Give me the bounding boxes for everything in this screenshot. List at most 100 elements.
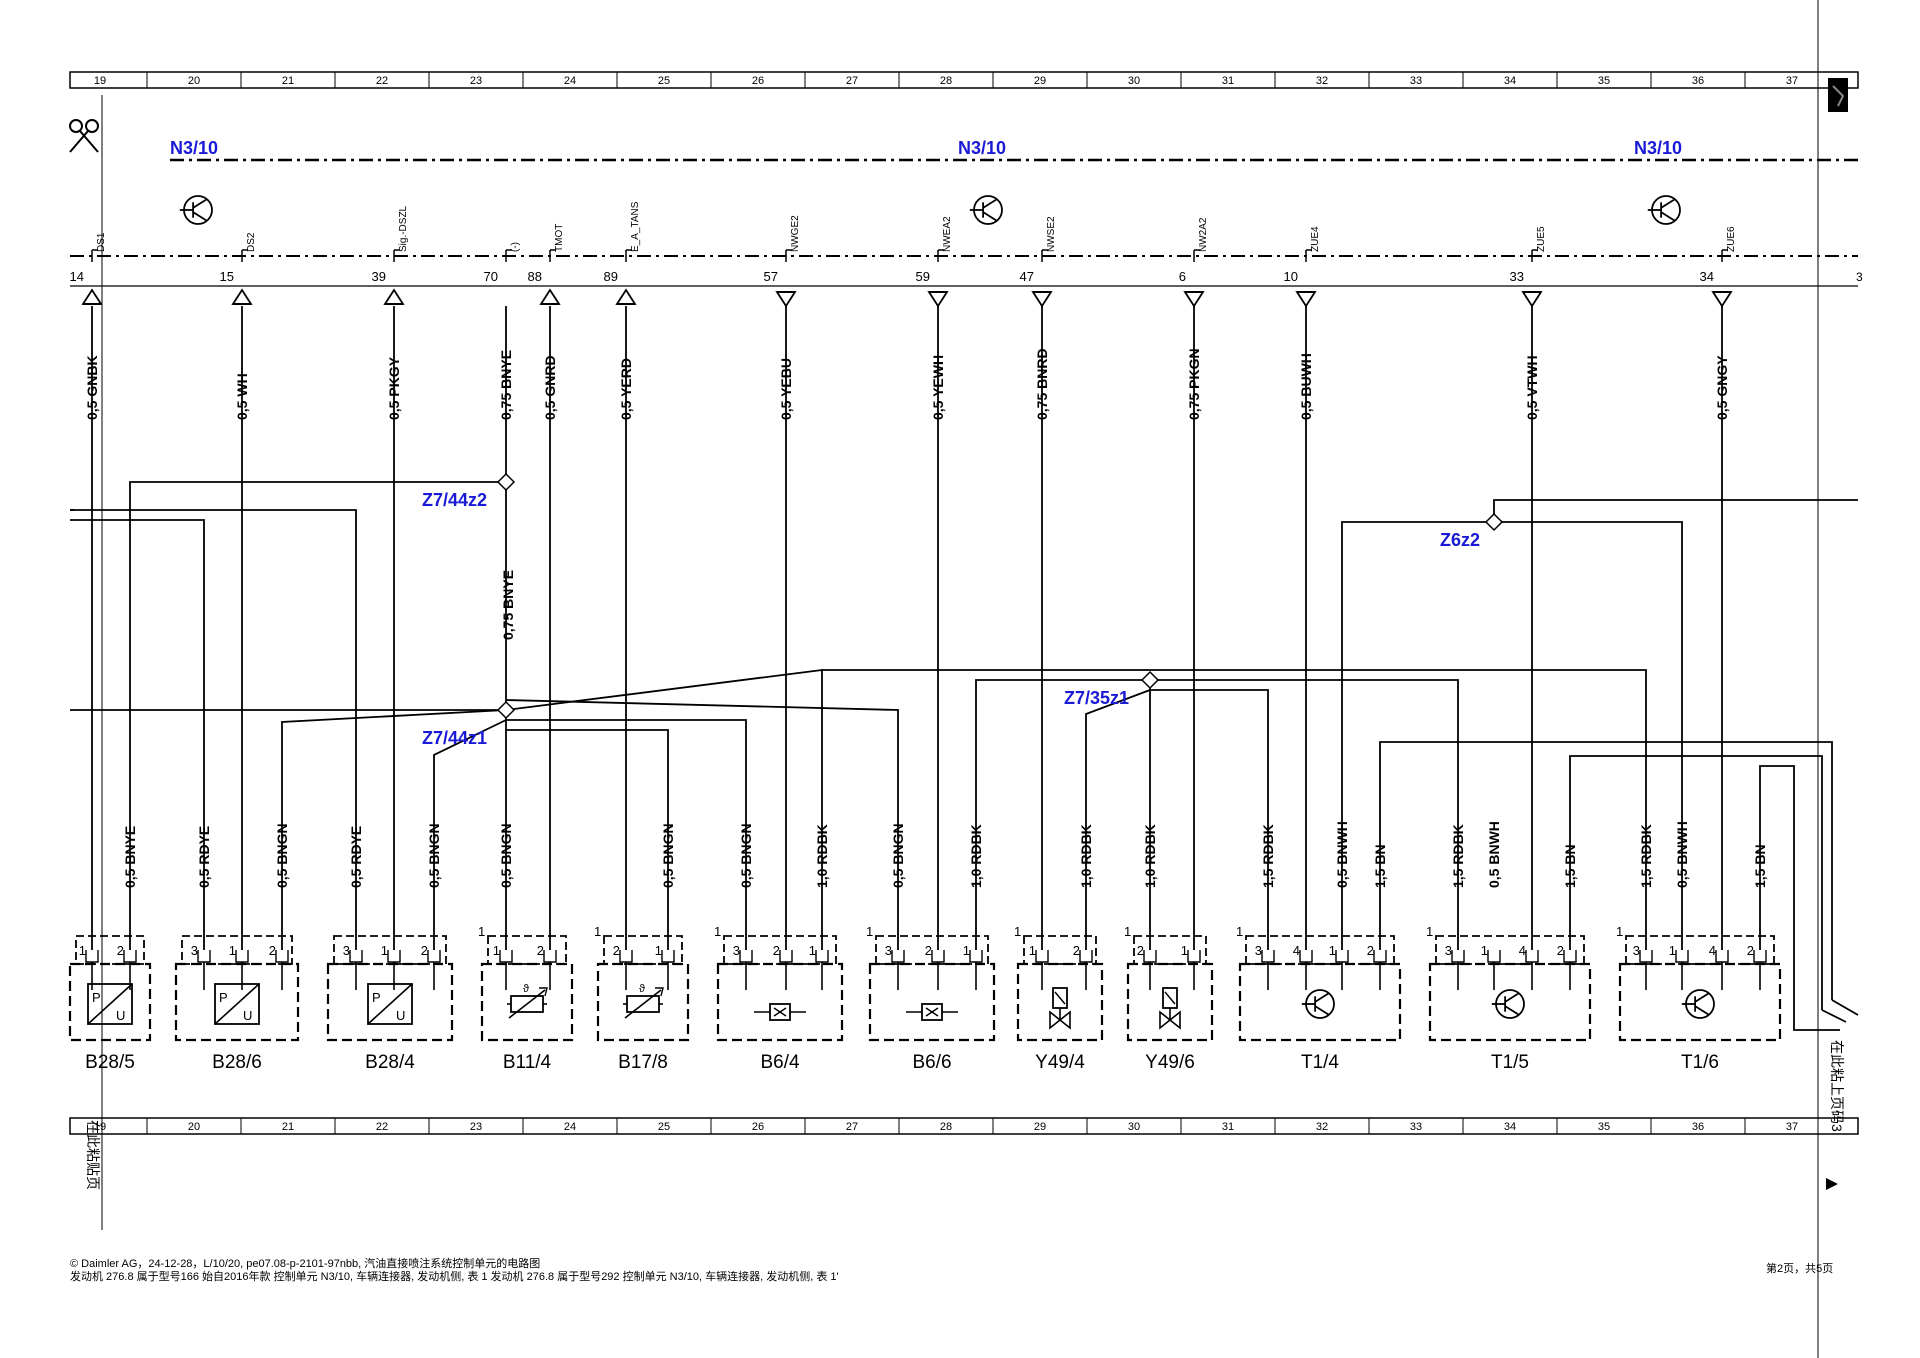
wire-label: 0,5 BNGN [738, 823, 754, 888]
grid-number: 37 [1786, 1121, 1798, 1133]
pressure-sensor-icon: PU [367, 983, 413, 1025]
grid-number: 36 [1692, 1121, 1704, 1133]
pin-number: 3 [733, 943, 740, 958]
pin-number: 2 [117, 943, 124, 958]
grid-number: 25 [658, 75, 670, 87]
signal-name: NWGE2 [790, 215, 801, 252]
component-label: T1/6 [1681, 1052, 1719, 1073]
grid-number: 20 [188, 75, 200, 87]
component-box [174, 962, 300, 1042]
arrow-down-icon [1183, 291, 1205, 308]
pin-socket [619, 950, 633, 963]
pin-socket [739, 950, 753, 963]
pin-socket [123, 950, 137, 963]
pin-number: 4 [1709, 943, 1716, 958]
wire-label: 1,0 RDBK [814, 824, 830, 888]
pin-number: 1 [381, 943, 388, 958]
pin-number: 1 [1014, 924, 1021, 939]
grid-number: 32 [1316, 75, 1328, 87]
grid-number: 27 [846, 1121, 858, 1133]
component-label: Y49/4 [1035, 1052, 1085, 1073]
grid-number: 26 [752, 75, 764, 87]
signal-name: ZUE4 [1310, 226, 1321, 252]
connector-box [1245, 935, 1395, 965]
transistor-icon [1491, 989, 1525, 1019]
pin-number: 2 [1367, 943, 1374, 958]
signal-name: E_A_TANS [630, 201, 641, 252]
grid-number: 19 [94, 75, 106, 87]
transistor-collector [982, 198, 997, 209]
pin-number: 2 [1557, 943, 1564, 958]
grid-number: 22 [376, 1121, 388, 1133]
wire-label: 1,0 RDBK [1078, 824, 1094, 888]
pin-socket [1299, 950, 1313, 963]
grid-number: 30 [1128, 75, 1140, 87]
pin-number: 6 [1179, 269, 1186, 284]
grid-number: 27 [846, 75, 858, 87]
pin-number: 3 [191, 943, 198, 958]
pin-number: 70 [484, 269, 498, 284]
component-box [480, 962, 574, 1042]
transistor-collector [192, 198, 207, 209]
pin-socket [1143, 950, 1157, 963]
valve-body [1049, 1010, 1071, 1030]
pin-number: 3 [1445, 943, 1452, 958]
pin-socket [815, 950, 829, 963]
grid-number: 34 [1504, 1121, 1516, 1133]
pin-socket [235, 950, 249, 963]
grid-number: 30 [1128, 1121, 1140, 1133]
thermistor-icon: ϑ [623, 983, 664, 1019]
wire-label: 1,0 RDBK [1142, 824, 1158, 888]
wire-label: 0,5 BNWH [1334, 821, 1350, 888]
pin-number: 47 [1020, 269, 1034, 284]
wire-label: 1,5 BN [1752, 844, 1768, 888]
sensor-x [773, 1007, 787, 1017]
pin-socket [427, 950, 441, 963]
component-label: B28/6 [212, 1052, 262, 1073]
pin-socket [661, 950, 675, 963]
pin-number: 88 [528, 269, 542, 284]
pin-socket [931, 950, 945, 963]
grid-number: 28 [940, 75, 952, 87]
pin-number: 3 [1255, 943, 1262, 958]
component-label: T1/4 [1301, 1052, 1339, 1073]
pin-number: 1 [1181, 943, 1188, 958]
arrow-up-icon [81, 288, 103, 305]
transistor-collector [1314, 992, 1329, 1003]
wire-label: 0,75 PKGN [1186, 348, 1202, 420]
transistor-icon [179, 195, 213, 225]
component-label: B6/4 [760, 1052, 800, 1073]
solenoid-valve-icon [1049, 987, 1071, 1030]
pin-socket [969, 950, 983, 963]
pin-number: 3 [1856, 270, 1863, 284]
arrow-head [655, 987, 664, 997]
pin-number: 89 [604, 269, 618, 284]
component-label: T1/5 [1491, 1052, 1529, 1073]
component-label: B11/4 [503, 1052, 552, 1073]
connector-box [333, 935, 447, 965]
pin-number: 2 [537, 943, 544, 958]
wire: 70(-)0,75 BNYE [484, 242, 521, 474]
pin-number: 2 [269, 943, 276, 958]
component-box [596, 962, 690, 1042]
arrow-down-icon [1521, 291, 1543, 308]
pin-socket [1563, 950, 1577, 963]
pin-socket [1639, 950, 1653, 963]
pin-number: 1 [809, 943, 816, 958]
arrow-icon [1826, 1178, 1838, 1190]
transistor-icon [969, 195, 1003, 225]
wire-label: 0,5 BNGN [660, 823, 676, 888]
sensor-box [214, 983, 260, 1025]
transistor-emitter [1660, 211, 1675, 222]
splice-label: Z7/44z1 [422, 728, 487, 748]
